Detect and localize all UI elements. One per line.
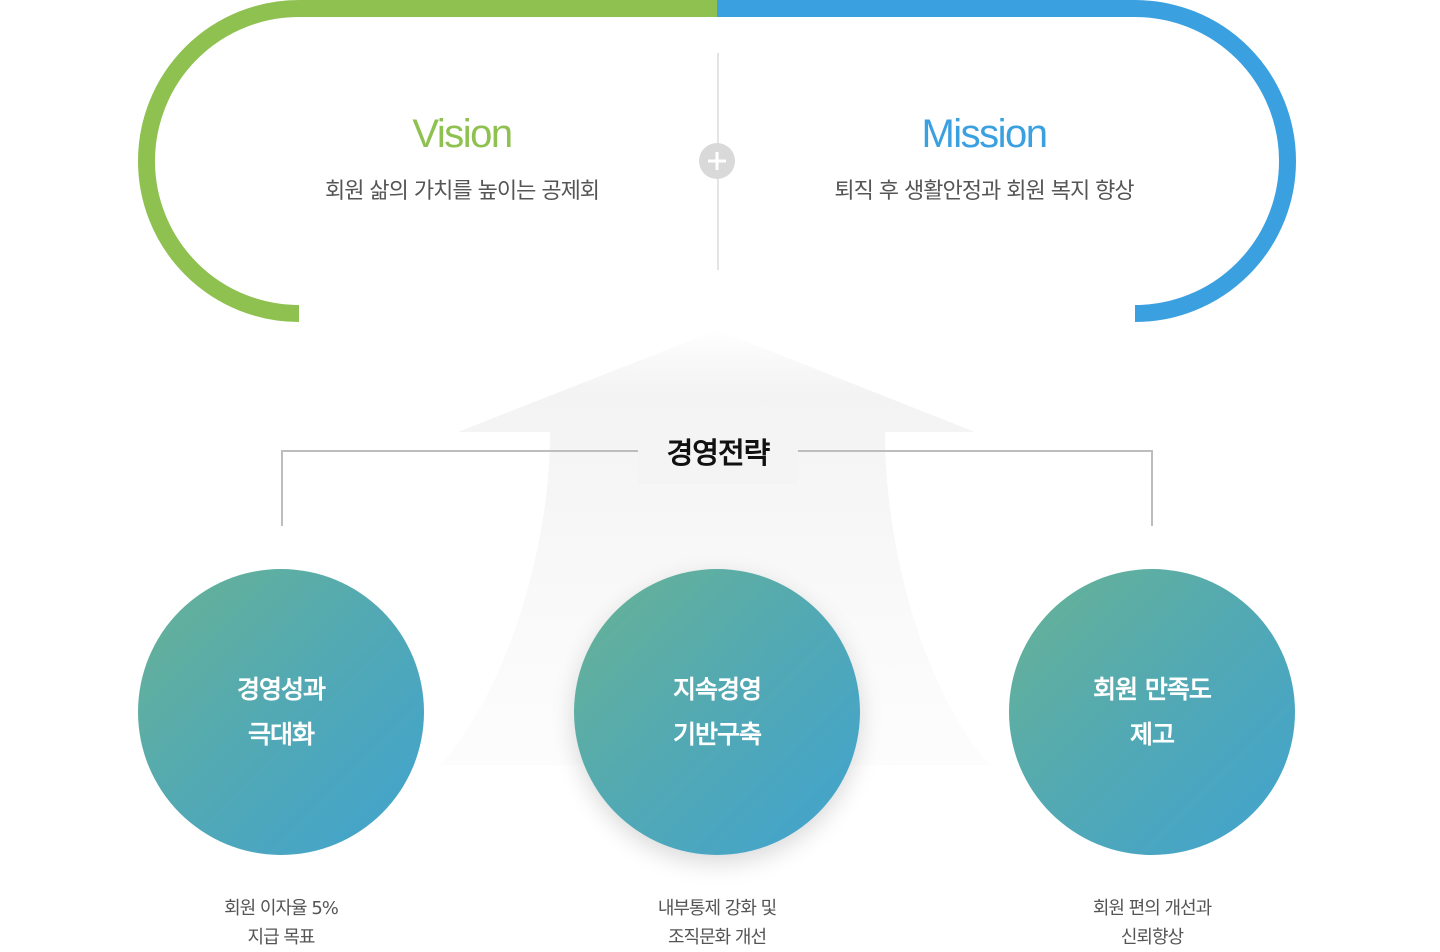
connector-left [282, 450, 638, 452]
strategy-circle-3: 회원 만족도 제고 [1009, 569, 1295, 855]
connector-left-down [281, 450, 283, 526]
strategy-label: 회원 만족도 [1093, 675, 1212, 704]
strategy-label: 제고 [1129, 720, 1175, 749]
strategy-circle-2: 지속경영 기반구축 [574, 569, 860, 855]
strategy-label: 지속경영 [672, 675, 762, 704]
connector-right [798, 450, 1153, 452]
strategy-label: 기반구축 [672, 720, 762, 749]
vision-title: Vision [412, 112, 513, 156]
mission-title: Mission [921, 112, 1048, 156]
strategy-desc-1: 회원 이자율 5%지급 목표 [224, 898, 339, 948]
strategy-circle-1: 경영성과 극대화 [138, 569, 424, 855]
mission-pill-border [717, 0, 1296, 322]
vision-text: 회원 삶의 가치를 높이는 공제회 [324, 179, 600, 204]
strategy-heading: 경영전략 [638, 418, 798, 484]
mission-text: 퇴직 후 생활안정과 회원 복지 향상 [834, 179, 1134, 204]
strategy-label: 경영성과 [236, 675, 326, 704]
connector-right-down [1151, 450, 1153, 526]
strategy-label: 극대화 [247, 720, 315, 749]
vision-pill-border [138, 0, 717, 322]
